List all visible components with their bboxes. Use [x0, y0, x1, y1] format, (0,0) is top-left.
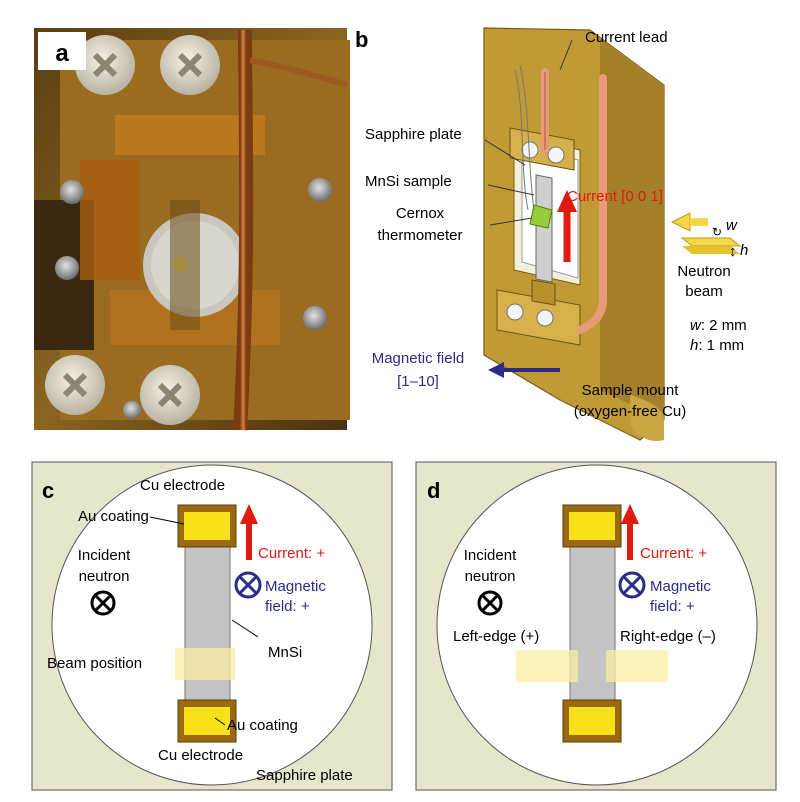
label-au-coating-top: Au coating	[78, 508, 149, 525]
neutron-into-page-icon	[90, 590, 116, 616]
panel-a-label: a	[55, 40, 69, 67]
label-magnetic: Magnetic	[265, 578, 326, 595]
label-mnsi-sample: MnSi sample	[365, 173, 452, 190]
label-h: h	[740, 242, 748, 259]
label-current-direction: Current [0 0 1]	[567, 188, 663, 205]
label-current-lead: Current lead	[585, 29, 668, 46]
label-sapphire-plate: Sapphire plate	[365, 126, 462, 143]
label-cernox: Cernox	[396, 205, 445, 222]
label-incident: Incident	[464, 547, 517, 564]
label-thermometer: thermometer	[377, 227, 462, 244]
label-w: w	[726, 217, 738, 234]
label-neutron: Neutron	[677, 263, 730, 280]
magnetic-field-into-page-icon	[618, 571, 646, 599]
bolt-icon	[55, 256, 79, 280]
panel-d-label: d	[427, 478, 440, 503]
label-w-value: w: 2 mm	[690, 317, 747, 334]
label-field-direction: [1–10]	[397, 373, 439, 390]
panel-b-label: b	[355, 27, 368, 52]
neutron-into-page-icon	[477, 590, 503, 616]
bolt-icon	[123, 401, 141, 419]
screw-icon	[140, 365, 200, 425]
label-mount-material: (oxygen-free Cu)	[574, 403, 687, 420]
label-right-edge: Right-edge (–)	[620, 628, 716, 645]
label-sapphire-plate: Sapphire plate	[256, 767, 353, 784]
label-neutron: neutron	[79, 568, 130, 585]
label-magnetic: Magnetic	[650, 578, 711, 595]
label-field: field: +	[650, 598, 695, 615]
panel-c: c Cu electrode Au coating Incident	[31, 461, 393, 791]
label-cu-electrode-bottom: Cu electrode	[158, 747, 243, 764]
label-field: field: +	[265, 598, 310, 615]
bolt-icon	[303, 306, 327, 330]
label-beam-position: Beam position	[47, 655, 142, 672]
label-au-coating-bottom: Au coating	[227, 717, 298, 734]
label-incident: Incident	[78, 547, 131, 564]
panel-b-schematic: b	[355, 27, 748, 441]
label-mnsi: MnSi	[268, 644, 302, 661]
screw-icon	[45, 355, 105, 415]
magnetic-field-into-page-icon	[234, 571, 262, 599]
height-arrow-icon: ↕	[729, 243, 737, 260]
bolt-icon	[60, 180, 84, 204]
label-magnetic-field: Magnetic field	[372, 350, 465, 367]
label-sample-mount: Sample mount	[582, 382, 680, 399]
screw-icon	[75, 35, 135, 95]
panel-c-label: c	[42, 478, 54, 503]
label-current: Current: +	[258, 545, 325, 562]
width-arrow-icon: ↻	[712, 225, 722, 239]
panel-d: d Incident neutron Current: + Magnetic f…	[415, 461, 777, 791]
label-h-value: h: 1 mm	[690, 337, 744, 354]
label-beam: beam	[685, 283, 723, 300]
bolt-icon	[308, 178, 332, 202]
panel-a-photo: a	[34, 28, 350, 431]
label-left-edge: Left-edge (+)	[453, 628, 539, 645]
label-cu-electrode-top: Cu electrode	[140, 477, 225, 494]
label-neutron: neutron	[465, 568, 516, 585]
label-current: Current: +	[640, 545, 707, 562]
screw-icon	[160, 35, 220, 95]
